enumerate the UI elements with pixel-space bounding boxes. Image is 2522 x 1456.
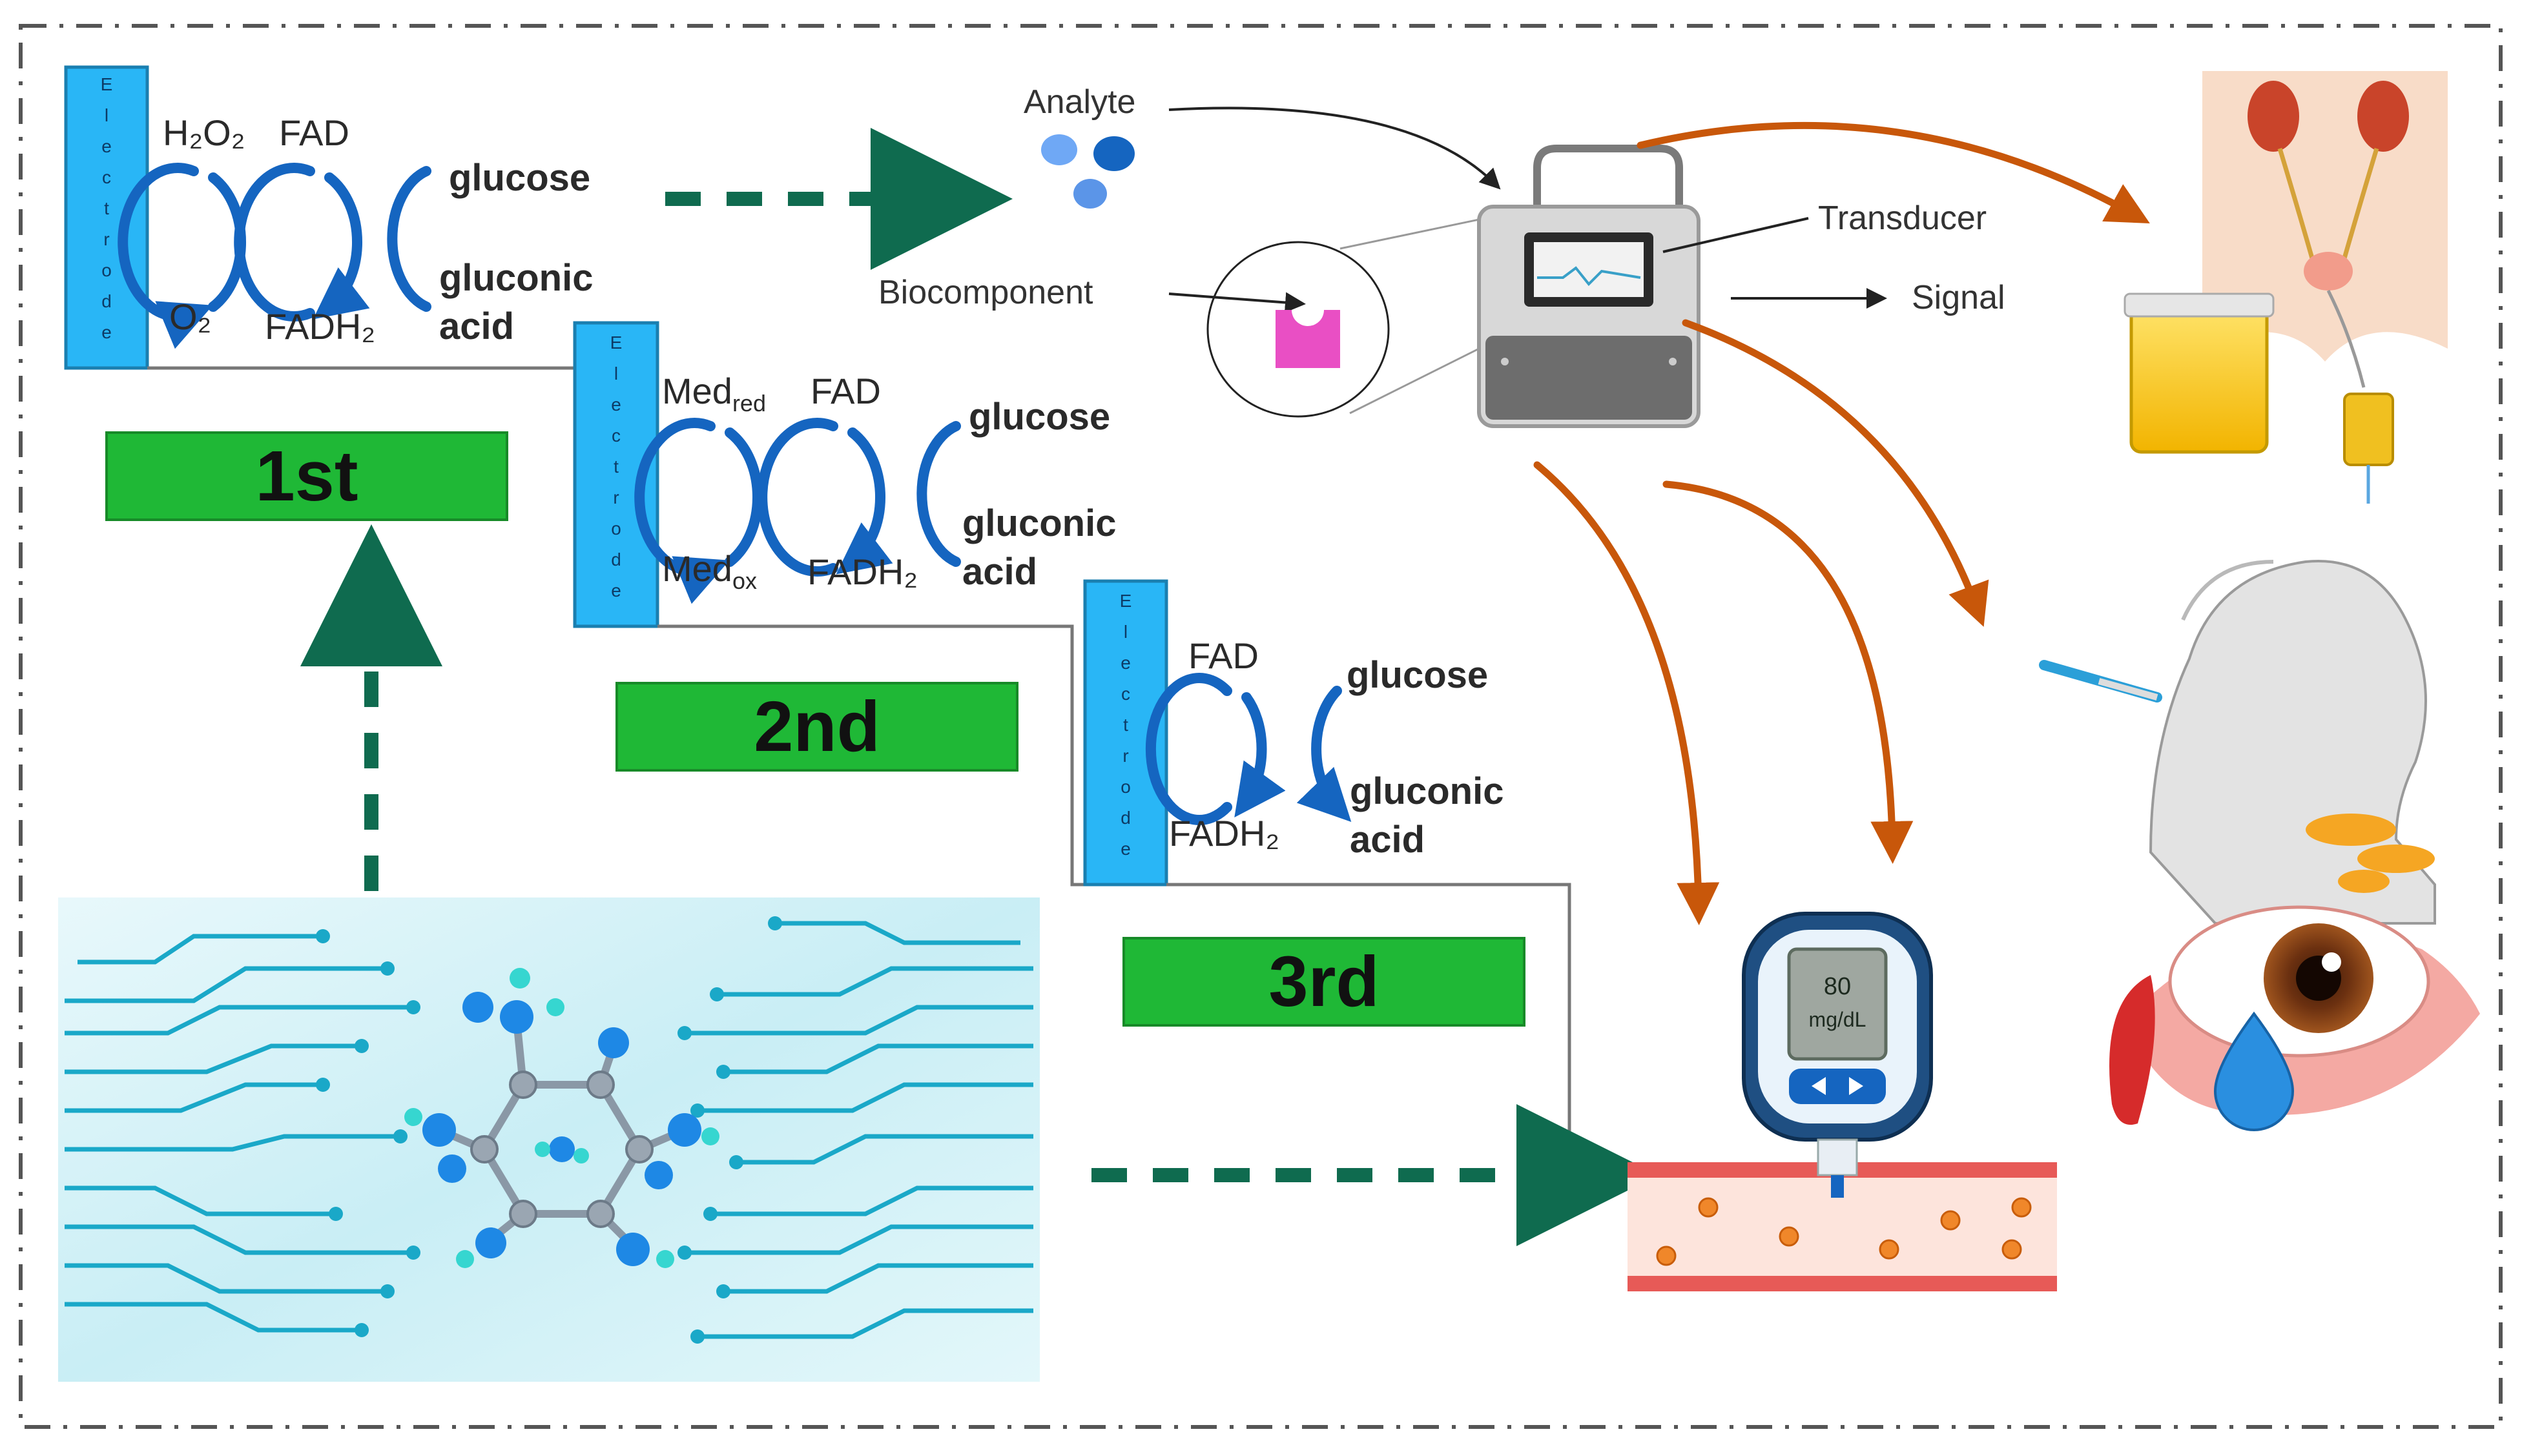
glucose-label: glucose <box>969 396 1110 438</box>
electrode-letter: e <box>1121 839 1131 859</box>
electrode-letter: e <box>1121 653 1131 673</box>
molecule-icon <box>404 968 719 1268</box>
fad-label: FAD <box>279 112 349 153</box>
first-gen-badge-text: 1st <box>256 436 358 516</box>
electrode-letter: e <box>101 322 112 342</box>
glucose-label: glucose <box>1347 654 1488 696</box>
transducer-pointer <box>1662 217 1809 253</box>
electrode-letter: e <box>611 395 621 415</box>
electrode-letter: c <box>612 426 621 446</box>
electrode-letter: o <box>611 518 621 538</box>
med-red-label: Medred <box>662 371 766 416</box>
zoom-line <box>1339 218 1480 250</box>
electrode-letter: t <box>104 198 109 218</box>
connector-line <box>657 624 1085 887</box>
o2-label: O₂ <box>169 296 211 337</box>
electrode-letter: E <box>101 74 113 94</box>
circuit-pads <box>316 916 782 1344</box>
electrode-letter: t <box>614 456 619 477</box>
second-gen-badge <box>615 682 1018 772</box>
electrode-letter: E <box>610 333 623 353</box>
sample-arrows <box>1533 121 2150 925</box>
outer-frame <box>19 24 2503 1429</box>
gluconic-label: gluconic <box>439 257 593 299</box>
electrode-letter: o <box>1121 777 1131 797</box>
electrode-letter: d <box>101 291 112 311</box>
second-gen-badge-text: 2nd <box>754 687 880 766</box>
signal-label: Signal <box>1912 279 2005 316</box>
biocomponent-label: Biocomponent <box>878 274 1093 311</box>
circuit-molecule-panel <box>58 897 1040 1382</box>
electrode-letter: c <box>1121 684 1130 704</box>
transducer-label: Transducer <box>1818 200 1987 237</box>
redox-cycles <box>1145 673 1352 825</box>
electrode-bar <box>64 65 149 370</box>
biocomponent-icon <box>1276 310 1340 368</box>
electrode-letter: o <box>101 260 112 280</box>
electrode-letter: l <box>105 105 109 125</box>
biocomponent-zoom-circle <box>1206 241 1390 418</box>
acid-label: acid <box>962 551 1037 593</box>
electrode-letter: d <box>611 549 621 569</box>
analyte-arrow <box>1168 107 1501 190</box>
med-ox-label: Medox <box>662 548 757 594</box>
glucometer-reading-value: 80 <box>1824 973 1851 1000</box>
urine-cup-icon <box>2124 292 2275 454</box>
fadh2-label: FADH₂ <box>807 551 918 592</box>
electrode-letter: e <box>611 580 621 600</box>
gluconic-label: gluconic <box>1350 770 1504 812</box>
fad-label: FAD <box>1188 635 1259 676</box>
fadh2-label: FADH₂ <box>1169 813 1279 854</box>
biocomponent-pointer <box>1168 292 1306 313</box>
acid-label: acid <box>1350 819 1425 861</box>
glucometer-reading-unit: mg/dL <box>1809 1008 1866 1031</box>
electrode-letter: r <box>613 487 619 508</box>
electrode-letter: r <box>1122 746 1128 766</box>
circuit-traces <box>65 921 1033 1339</box>
fadh2-label: FADH₂ <box>265 306 375 347</box>
third-gen-badge-text: 3rd <box>1268 942 1379 1021</box>
analyte-icon <box>1041 134 1135 209</box>
biosensor-device-icon <box>1477 145 1700 428</box>
electrode-letter: t <box>1123 715 1128 735</box>
electrode-letter: r <box>103 229 109 249</box>
electrode-letter: e <box>101 136 112 156</box>
urine-bag-icon <box>2343 393 2394 504</box>
third-gen-badge <box>1122 937 1525 1027</box>
h2o2-label: H₂O₂ <box>163 112 245 153</box>
fad-label: FAD <box>811 371 881 411</box>
glucometer-icon: 80 mg/dL <box>1742 912 1933 1198</box>
zoom-line <box>1349 347 1480 415</box>
connector-line <box>1166 883 1571 1165</box>
glucose-label: glucose <box>449 157 590 199</box>
electrode-letter: l <box>614 364 618 384</box>
analyte-label: Analyte <box>1024 83 1135 121</box>
first-gen-badge <box>105 431 508 521</box>
biosensor-schematic: Analyte Biocomponent Transducer Signal <box>878 83 2005 428</box>
redox-cycles <box>118 163 431 349</box>
sweat-icon <box>2306 814 2435 893</box>
tear-eye-icon <box>2109 905 2480 1131</box>
electrode-letter: c <box>102 167 111 187</box>
acid-label: acid <box>439 305 514 347</box>
electrode-letter: d <box>1121 808 1131 828</box>
redox-cycles <box>634 418 961 604</box>
electrode-letter: E <box>1120 591 1132 611</box>
gluconic-label: gluconic <box>962 502 1116 544</box>
urinary-system-icon <box>2202 71 2448 388</box>
electrode-letter: l <box>1124 622 1128 642</box>
